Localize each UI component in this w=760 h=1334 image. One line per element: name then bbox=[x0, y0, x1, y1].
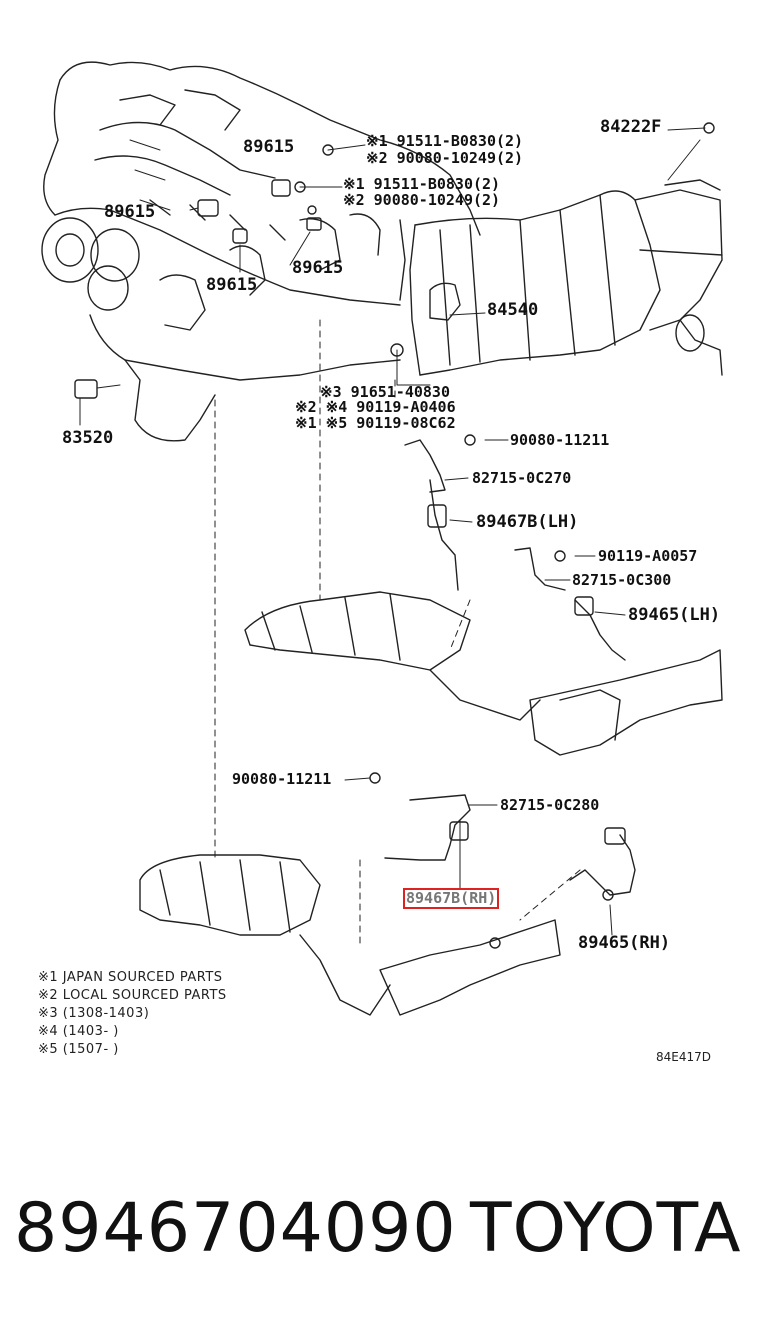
label-90119-a0057: 90119-A0057 bbox=[598, 547, 698, 565]
footnote-4: ※4 (1403- ) bbox=[38, 1024, 119, 1039]
diagram-code: 84E417D bbox=[656, 1050, 711, 1064]
footnote-3: ※3 (1308-1403) bbox=[38, 1006, 150, 1021]
label-89615-left: 89615 bbox=[104, 202, 156, 222]
note-91651: ※3 91651-40830 bbox=[320, 383, 450, 401]
label-89465-rh: 89465(RH) bbox=[578, 933, 671, 953]
label-89467b-rh-highlighted[interactable]: 89467B(RH) bbox=[403, 888, 500, 909]
engine-assembly bbox=[41, 61, 481, 442]
note-90080-b: ※2 90080-10249(2) bbox=[343, 191, 501, 209]
label-89615-center: 89615 bbox=[292, 258, 344, 278]
reference-lines bbox=[214, 319, 581, 946]
transmission-assembly bbox=[409, 179, 723, 376]
footnote-2: ※2 LOCAL SOURCED PARTS bbox=[38, 988, 227, 1003]
part-number: 8946704090 bbox=[14, 1189, 457, 1268]
label-84540: 84540 bbox=[487, 300, 539, 320]
label-89465-lh: 89465(LH) bbox=[628, 605, 721, 625]
footnote-5: ※5 (1507- ) bbox=[38, 1042, 119, 1057]
label-82715-0c280: 82715-0C280 bbox=[500, 796, 600, 814]
label-90080-11211-upper: 90080-11211 bbox=[510, 431, 610, 449]
label-89467b-lh: 89467B(LH) bbox=[476, 512, 579, 532]
sensor-parts bbox=[74, 122, 715, 399]
leader-lines bbox=[79, 127, 706, 936]
label-82715-0c300: 82715-0C300 bbox=[572, 571, 672, 589]
footnote-1: ※1 JAPAN SOURCED PARTS bbox=[38, 970, 223, 985]
note-91511-a: ※1 91511-B0830(2) bbox=[366, 132, 524, 150]
label-89615-top: 89615 bbox=[243, 137, 295, 157]
label-90080-11211-lower: 90080-11211 bbox=[232, 770, 332, 788]
note-91511-b: ※1 91511-B0830(2) bbox=[343, 175, 501, 193]
note-90119-a0406: ※2 ※4 90119-A0406 bbox=[295, 398, 456, 416]
brand-name: TOYOTA bbox=[470, 1189, 742, 1268]
note-90080-a: ※2 90080-10249(2) bbox=[366, 149, 524, 167]
parts-diagram bbox=[41, 61, 723, 1016]
label-82715-0c270: 82715-0C270 bbox=[472, 469, 572, 487]
label-83520: 83520 bbox=[62, 428, 114, 448]
label-89615-lower: 89615 bbox=[206, 275, 258, 295]
note-90119-08c62: ※1 ※5 90119-08C62 bbox=[295, 414, 456, 432]
label-84222f: 84222F bbox=[600, 117, 662, 137]
lh-exhaust-manifold bbox=[244, 434, 723, 756]
rh-exhaust-manifold bbox=[139, 772, 636, 1016]
